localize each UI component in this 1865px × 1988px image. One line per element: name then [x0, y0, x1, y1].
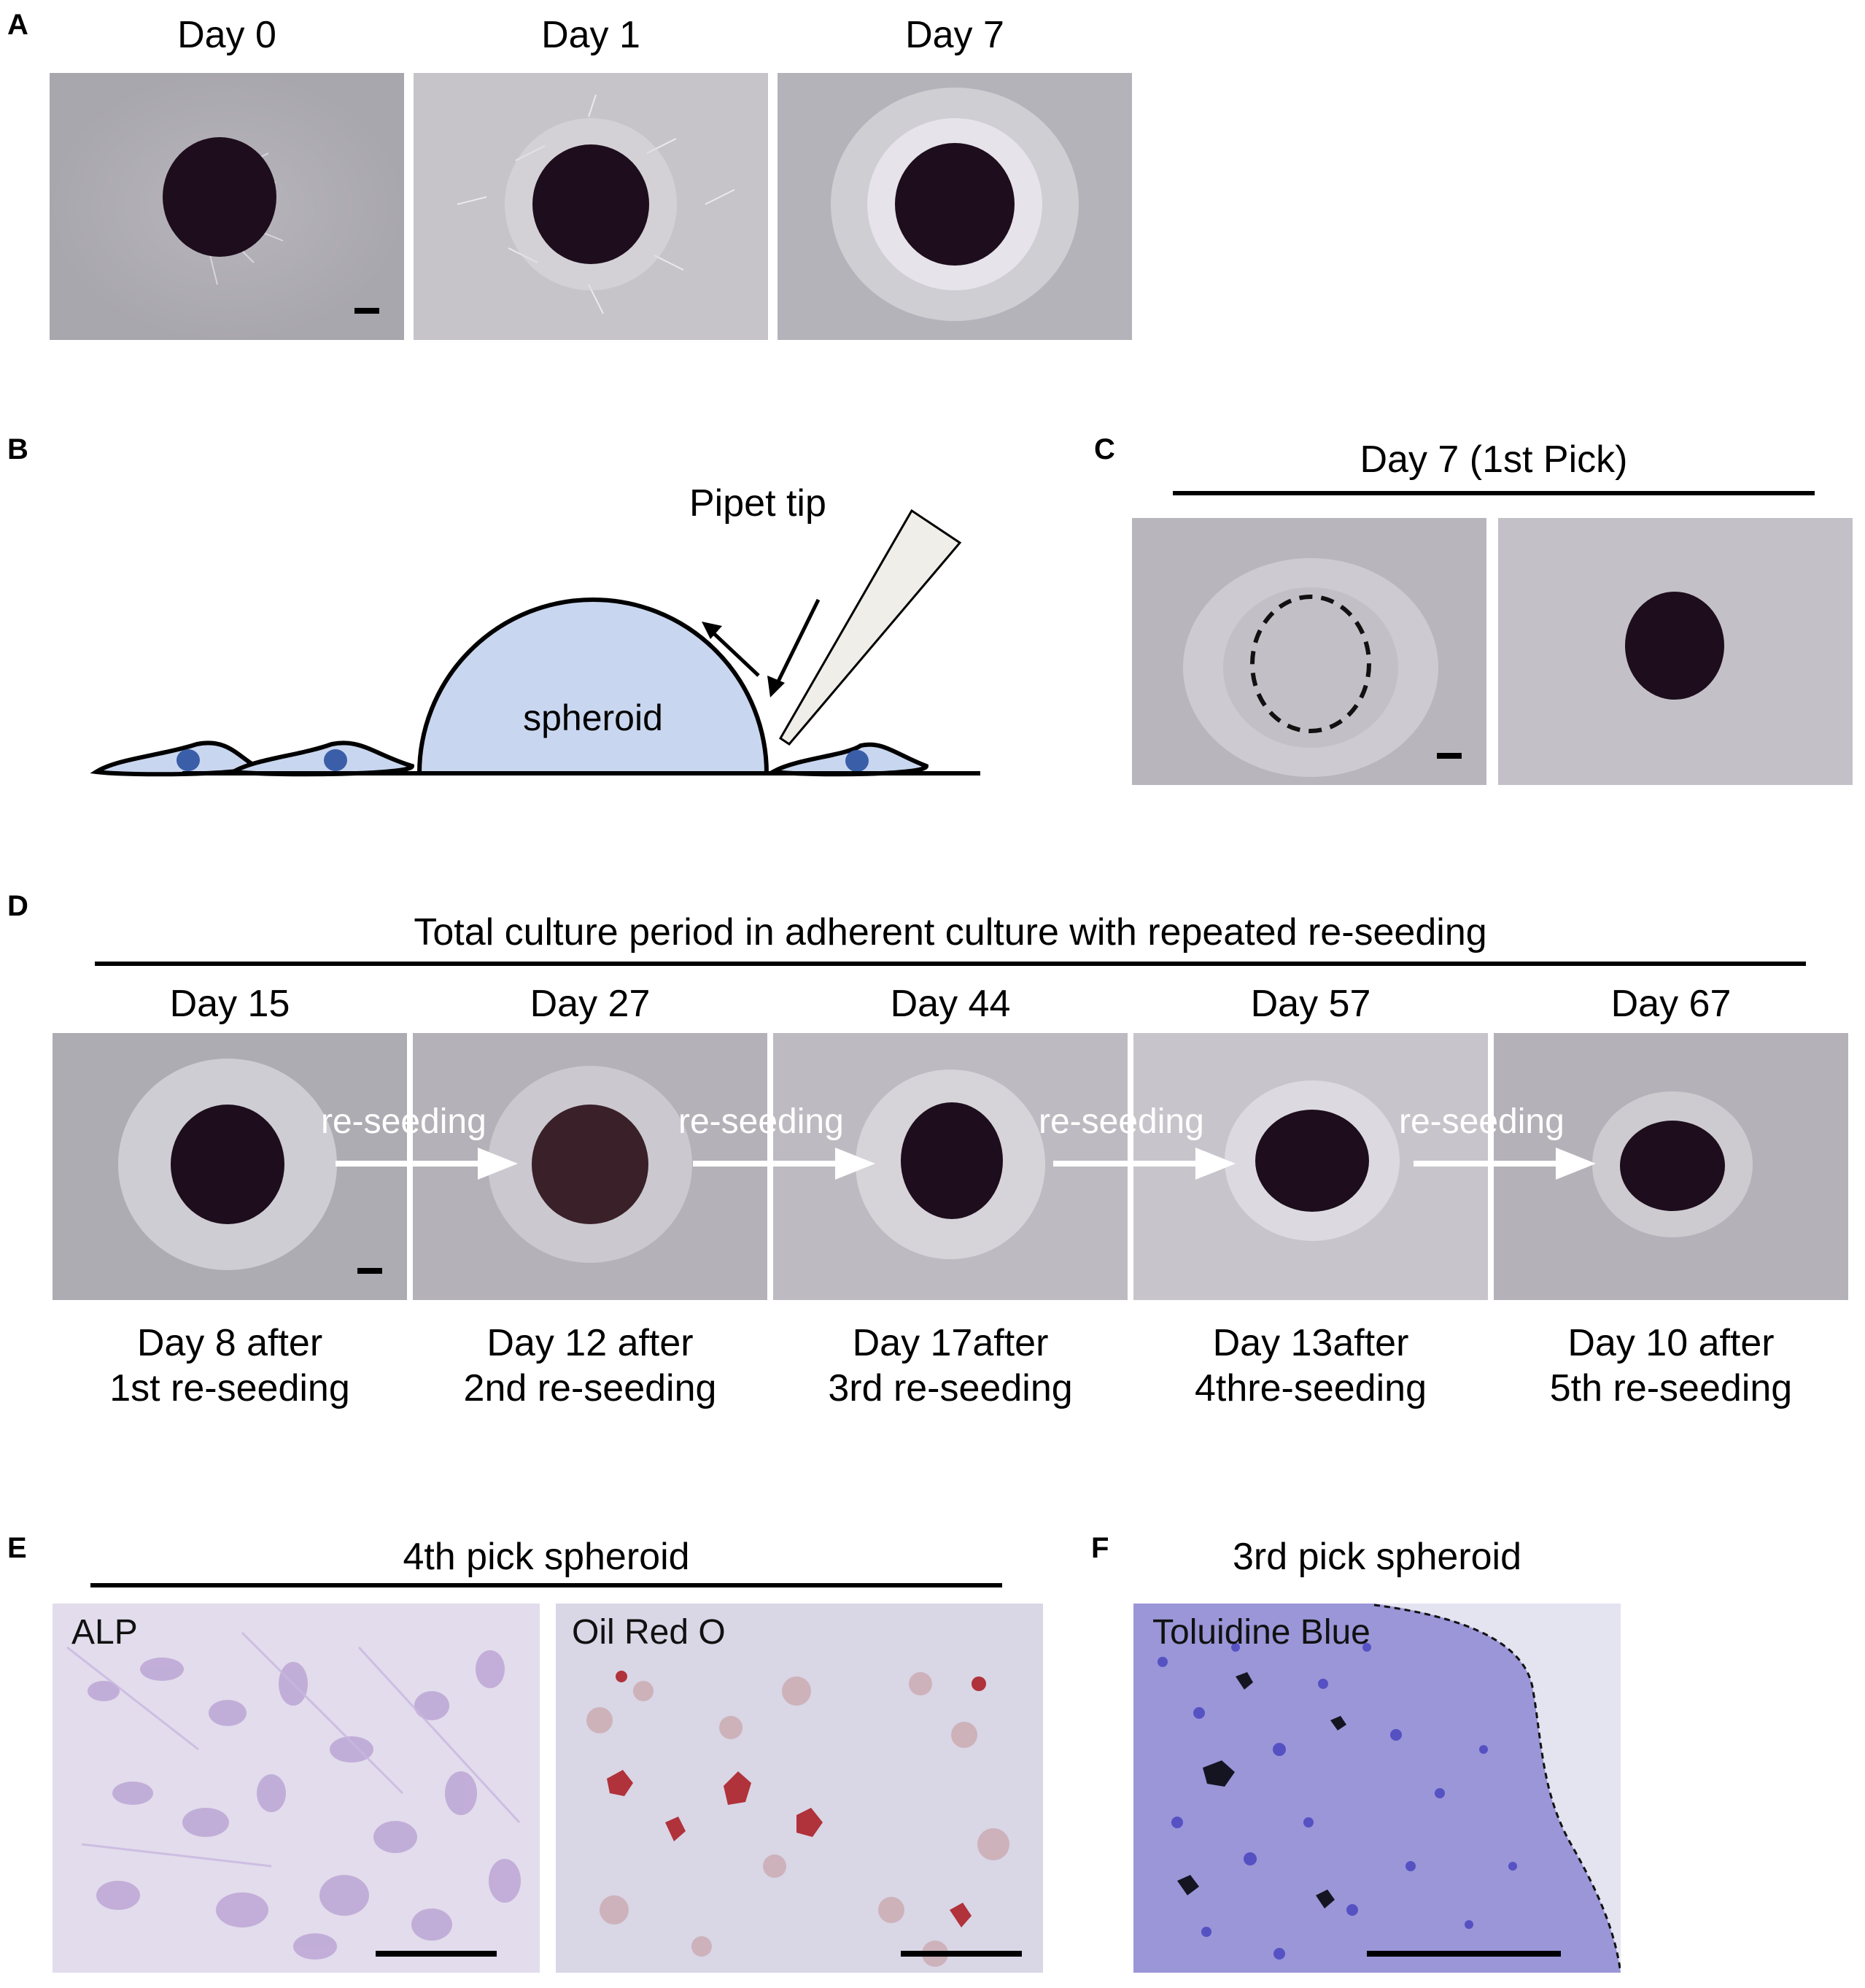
arrow-right-icon — [693, 1148, 875, 1180]
reseeding-label-3: re-seeding — [1039, 1102, 1204, 1141]
panel-c-rule — [1173, 491, 1815, 495]
micrograph-oil-red-o — [556, 1604, 1043, 1973]
panel-label-b: B — [7, 433, 28, 465]
caption-day27: Day 12 after 2nd re-seeding — [413, 1320, 767, 1411]
micrograph-day7 — [778, 73, 1132, 340]
spheroid-label: spheroid — [523, 697, 663, 738]
micrograph-day0 — [50, 73, 404, 340]
reseeding-arrow-4: re-seeding — [1399, 1102, 1596, 1186]
panel-d-title: Total culture period in adherent culture… — [414, 911, 1487, 954]
stain-label-toluidine-blue: Toluidine Blue — [1152, 1613, 1370, 1652]
caption-line2: 3rd re-seeding — [828, 1367, 1073, 1409]
caption-line1: Day 12 after — [486, 1322, 694, 1364]
reseeding-arrow-1: re-seeding — [321, 1102, 518, 1186]
panel-label-f: F — [1091, 1532, 1109, 1564]
reseeding-label-1: re-seeding — [321, 1102, 486, 1141]
pipet-tip-label: Pipet tip — [689, 482, 826, 525]
arrow-right-icon — [1053, 1148, 1236, 1180]
panel-e-rule — [90, 1583, 1002, 1587]
caption-line1: Day 10 after — [1567, 1322, 1775, 1364]
panel-label-c: C — [1094, 433, 1115, 465]
caption-day44: Day 17after 3rd re-seeding — [773, 1320, 1128, 1411]
stain-label-alp: ALP — [71, 1613, 138, 1652]
micrograph-toluidine-blue — [1133, 1604, 1621, 1973]
arrow-right-icon — [336, 1148, 518, 1180]
panel-d-day67-title: Day 67 — [1610, 983, 1732, 1025]
micrograph-alp — [53, 1604, 540, 1973]
panel-a-day7-title: Day 7 — [905, 14, 1004, 56]
panel-e-title: 4th pick spheroid — [403, 1536, 690, 1578]
pipet-diagram — [88, 467, 992, 802]
panel-d-day15-title: Day 15 — [169, 983, 290, 1025]
arrow-right-icon — [1414, 1148, 1596, 1180]
panel-label-a: A — [7, 9, 28, 41]
reseeding-arrow-3: re-seeding — [1039, 1102, 1236, 1186]
panel-c-title: Day 7 (1st Pick) — [1360, 438, 1628, 481]
micrograph-day15 — [53, 1033, 407, 1300]
micrograph-day1 — [414, 73, 768, 340]
panel-d-day44-title: Day 44 — [890, 983, 1011, 1025]
micrograph-1st-pick-well — [1132, 518, 1486, 785]
caption-line1: Day 8 after — [136, 1322, 323, 1364]
panel-label-e: E — [7, 1532, 27, 1564]
micrograph-1st-pick-spheroid — [1498, 518, 1853, 785]
caption-line2: 1st re-seeding — [109, 1367, 350, 1409]
panel-d-day27-title: Day 27 — [530, 983, 651, 1025]
reseeding-label-4: re-seeding — [1399, 1102, 1564, 1141]
reseeding-label-2: re-seeding — [678, 1102, 844, 1141]
panel-f-title: 3rd pick spheroid — [1233, 1536, 1521, 1578]
panel-a-day0-title: Day 0 — [177, 14, 276, 56]
caption-line1: Day 17after — [852, 1322, 1049, 1364]
caption-line2: 2nd re-seeding — [463, 1367, 717, 1409]
caption-day67: Day 10 after 5th re-seeding — [1494, 1320, 1848, 1411]
caption-line1: Day 13after — [1212, 1322, 1409, 1364]
reseeding-arrow-2: re-seeding — [678, 1102, 875, 1186]
caption-line2: 5th re-seeding — [1549, 1367, 1793, 1409]
caption-day15: Day 8 after 1st re-seeding — [53, 1320, 407, 1411]
panel-label-d: D — [7, 890, 28, 922]
stain-label-oil-red-o: Oil Red O — [572, 1613, 726, 1652]
panel-a-day1-title: Day 1 — [541, 14, 640, 56]
panel-d-rule — [95, 962, 1806, 966]
caption-day57: Day 13after 4thre-seeding — [1133, 1320, 1488, 1411]
caption-line2: 4thre-seeding — [1195, 1367, 1427, 1409]
panel-d-day57-title: Day 57 — [1250, 983, 1371, 1025]
